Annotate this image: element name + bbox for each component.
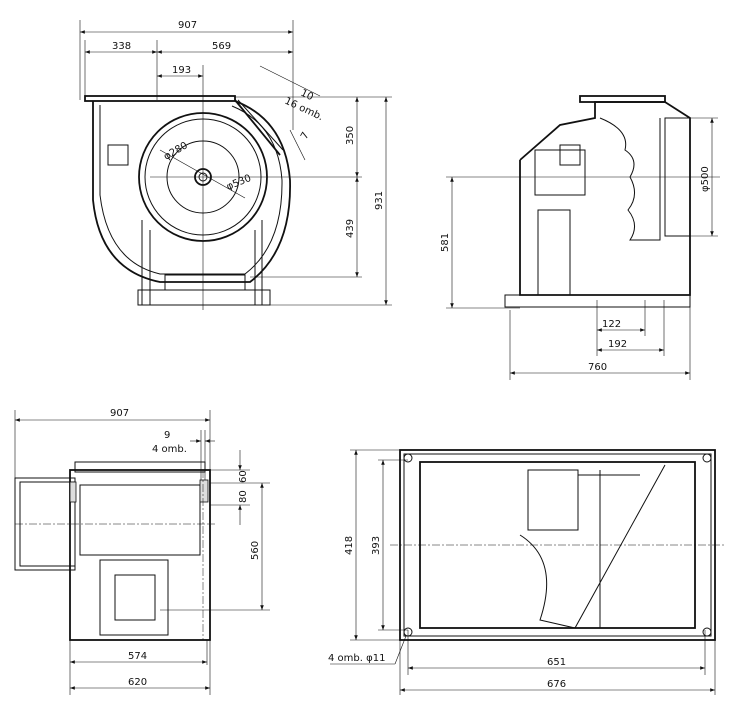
side-view: 581 φ500 760 122 192	[440, 95, 720, 380]
front-view: 907 338 569 193 10 16 omb. 7 φ280 φ530 3…	[79, 20, 392, 310]
dim-front-width-left: 338	[112, 41, 131, 52]
dim-top-base-outer: 620	[128, 677, 147, 688]
top-dimension-lines	[14, 410, 270, 695]
dim-front-width-total: 907	[178, 20, 197, 31]
dim-base-height-inner: 393	[371, 536, 382, 555]
dim-base-holes: 4 omb. φ11	[328, 653, 385, 664]
dim-base-width-outer: 676	[547, 679, 566, 690]
side-dimension-lines	[446, 117, 720, 380]
dim-top-560: 560	[250, 541, 261, 560]
dim-top-hole-count: 4 omb.	[152, 444, 187, 455]
dim-offset-b: 192	[608, 339, 627, 350]
top-view: 907 9 4 omb. 60 80 560 574 620	[14, 408, 270, 695]
dim-base-height-outer: 418	[344, 536, 355, 555]
base-dimension-lines	[330, 449, 725, 695]
dim-offset-a: 122	[602, 319, 621, 330]
dim-inlet-diameter: φ500	[700, 166, 711, 192]
dim-top-hole-size: 9	[164, 430, 170, 441]
dim-top-width-total: 907	[110, 408, 129, 419]
dim-height-lower: 439	[345, 219, 356, 238]
dim-flange-depth: 7	[299, 130, 312, 141]
dim-front-width-right: 569	[212, 41, 231, 52]
dim-top-80: 80	[238, 490, 249, 503]
fan-housing	[84, 95, 291, 283]
dim-height-upper: 350	[345, 126, 356, 145]
base-frame	[399, 449, 716, 641]
top-fan-body	[14, 461, 215, 641]
dim-hole-size: 10	[299, 88, 315, 103]
dim-height-total: 931	[374, 191, 385, 210]
base-frame-view: 418 393 4 omb. φ11 651 676	[328, 449, 725, 695]
dim-top-base-inner: 574	[128, 651, 147, 662]
dim-top-60: 60	[238, 470, 249, 483]
dim-side-base-width: 760	[588, 362, 607, 373]
side-fan-body	[504, 95, 691, 308]
dim-outer-diameter: φ530	[225, 173, 253, 193]
front-dimension-lines	[79, 20, 392, 310]
fan-base	[137, 220, 271, 306]
dim-base-width-inner: 651	[547, 657, 566, 668]
dim-outlet-offset: 193	[172, 65, 191, 76]
dim-axis-height: 581	[440, 233, 451, 252]
